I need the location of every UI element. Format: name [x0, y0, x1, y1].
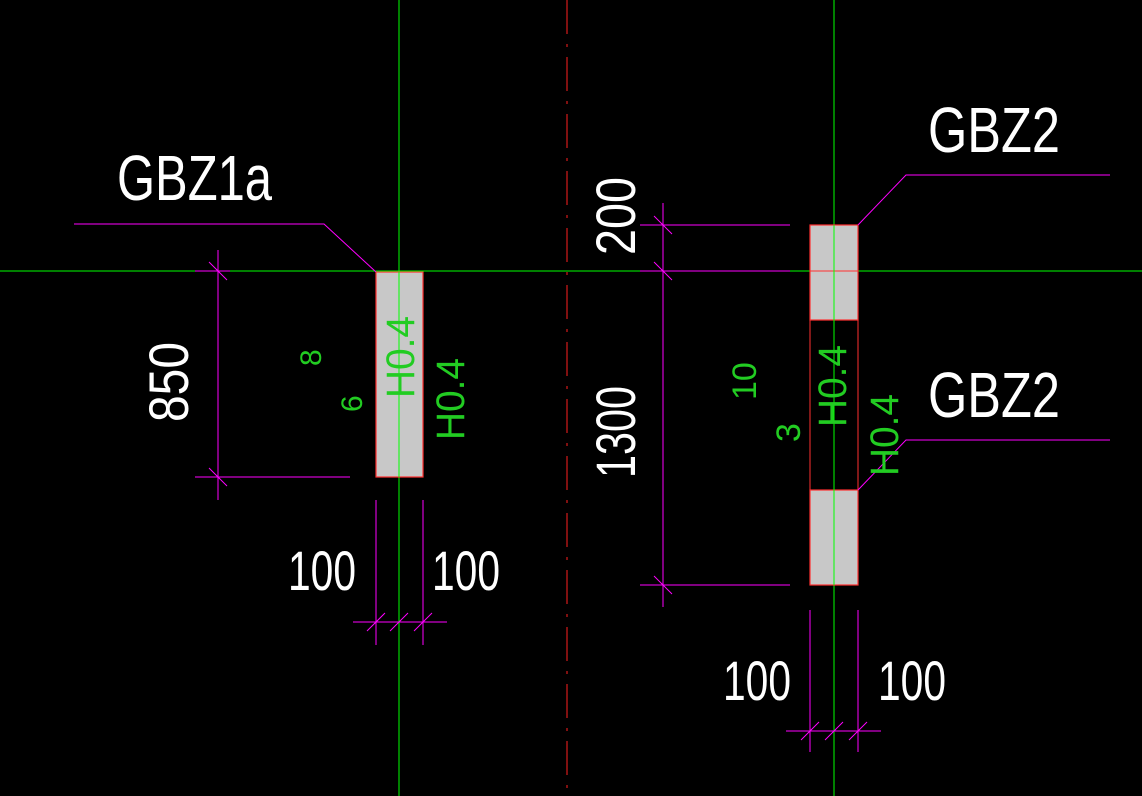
leader-gbz2-top	[857, 174, 1110, 226]
dim-right-tick-bottom	[653, 575, 673, 595]
wall-note-left-h1: H0.4	[379, 316, 423, 398]
leader-gbz1a	[74, 223, 377, 273]
dim-text-right-100-b: 100	[878, 649, 946, 712]
label-gbz2-top[interactable]: GBZ2	[928, 94, 1060, 166]
dim-text-left-100-b: 100	[432, 539, 500, 602]
dim-left-w-tick-b	[389, 612, 409, 632]
wall-note-right-h2: H0.4	[863, 394, 907, 476]
label-gbz1a[interactable]: GBZ1a	[117, 142, 272, 214]
dimension-lines	[195, 203, 881, 752]
dim-right-w-tick-c	[848, 721, 868, 741]
wall-note-right-num-b: 3	[770, 423, 808, 442]
axis-overlay	[376, 225, 858, 585]
dim-text-right-100-a: 100	[723, 649, 791, 712]
dim-850-tick-bottom	[208, 467, 228, 487]
dim-left-w-tick-a	[366, 612, 386, 632]
dim-text-left-100-a: 100	[288, 539, 356, 602]
wall-note-left-h2: H0.4	[429, 358, 473, 440]
dim-right-w-tick-a	[800, 721, 820, 741]
dim-left-w-tick-c	[413, 612, 433, 632]
dim-right-w-tick-b	[824, 721, 844, 741]
wall-note-right-num-a: 10	[726, 362, 764, 400]
label-gbz2-bottom[interactable]: GBZ2	[928, 359, 1060, 431]
leader-gbz2-bottom	[857, 439, 1110, 491]
dim-text-850: 850	[137, 342, 200, 422]
dim-right-tick-mid	[653, 261, 673, 281]
wall-note-left-num-b: 6	[336, 395, 369, 412]
dim-850-tick-top	[208, 261, 228, 281]
leader-lines	[74, 174, 1110, 491]
dim-text-1300: 1300	[584, 386, 647, 478]
dim-right-tick-top	[653, 215, 673, 235]
wall-note-left-num-a: 8	[295, 349, 328, 366]
dim-text-200: 200	[584, 177, 647, 255]
wall-note-right-h1: H0.4	[811, 345, 855, 427]
